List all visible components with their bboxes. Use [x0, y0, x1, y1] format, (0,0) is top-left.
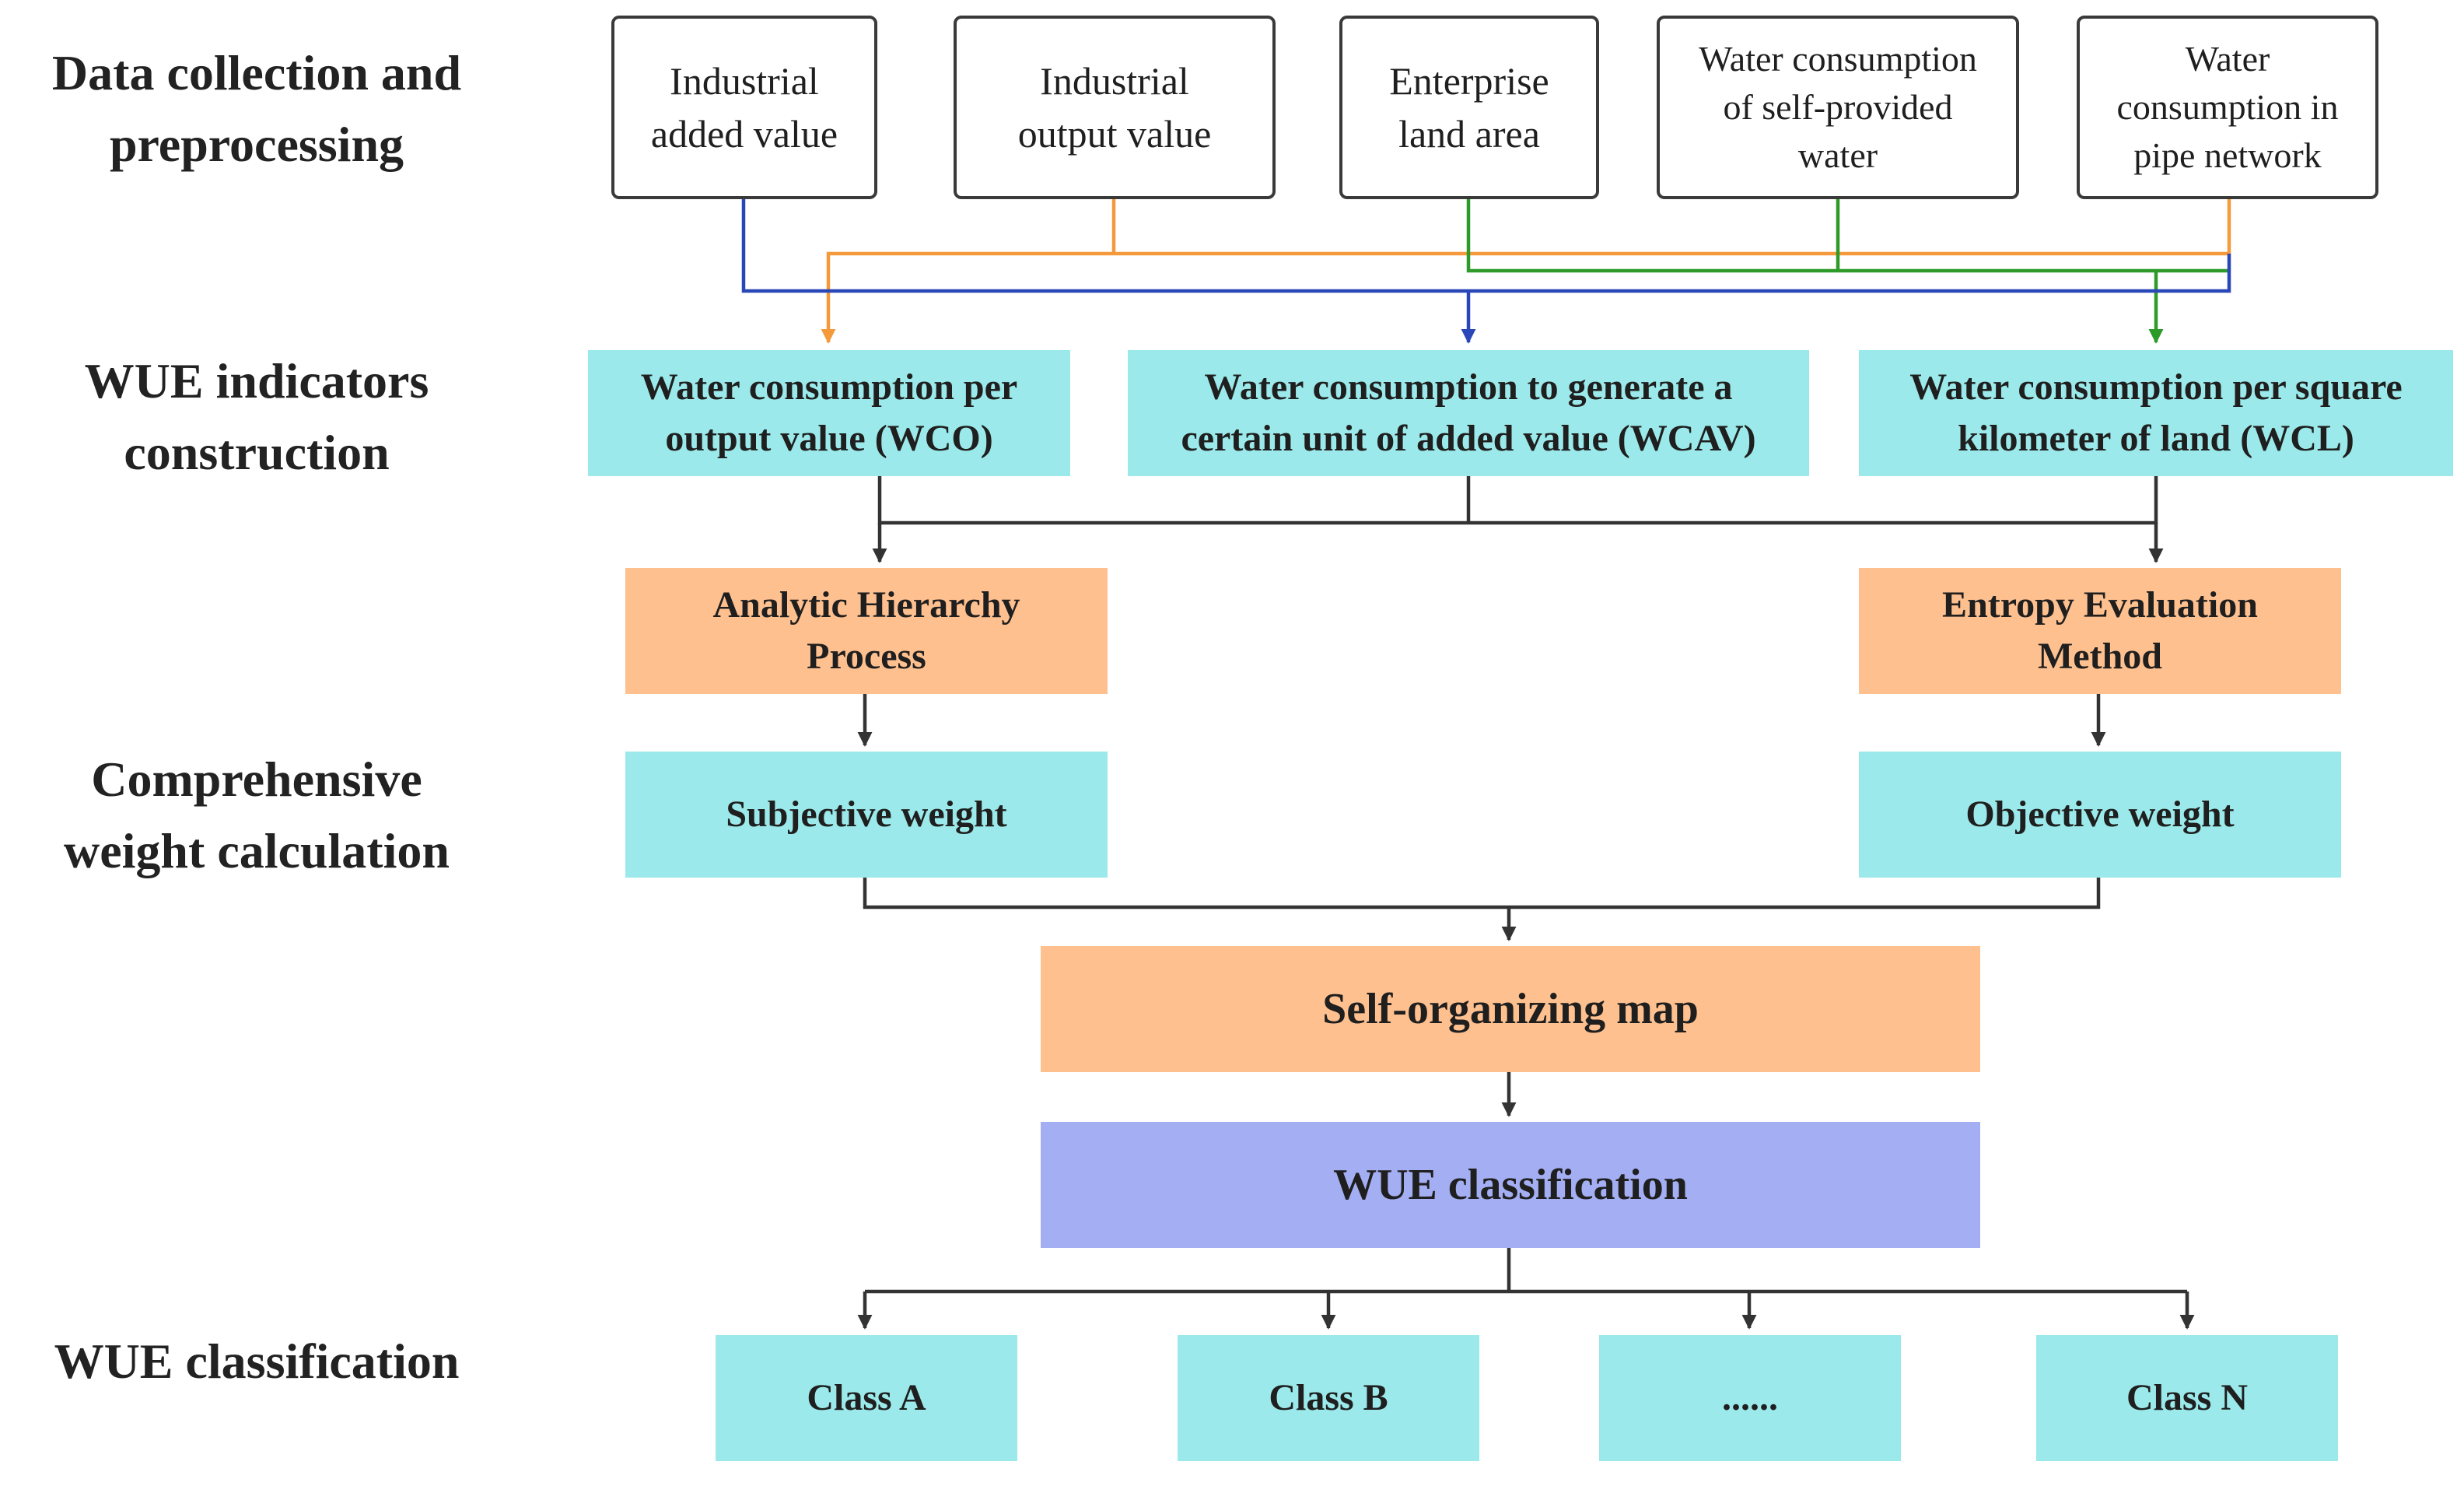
connector-orange [821, 198, 2231, 344]
source-enterprise-land-area: Enterprise land area [1339, 16, 1599, 199]
source-pipe-network-water: Water consumption in pipe network [2077, 16, 2378, 199]
source-industrial-added-value: Industrial added value [611, 16, 877, 199]
self-organizing-map: Self-organizing map [1041, 946, 1980, 1072]
objective-weight: Objective weight [1859, 752, 2341, 878]
class-b: Class B [1178, 1335, 1479, 1461]
stage-label-comprehensive-weight: Comprehensive weight calculation [64, 752, 450, 878]
indicator-wco: Water consumption per output value (WCO) [588, 350, 1070, 476]
class-n: Class N [2036, 1335, 2338, 1461]
class-a: Class A [716, 1335, 1017, 1461]
connector-weights [857, 694, 2106, 747]
connector-som [863, 878, 2101, 941]
method-entropy: Entropy Evaluation Method [1859, 568, 2341, 694]
connector-classes [857, 1248, 2195, 1330]
class-ellipsis: ...... [1599, 1335, 1901, 1461]
source-industrial-output-value: Industrial output value [954, 16, 1276, 199]
connector-blue [741, 198, 2231, 344]
stage-label-data-collection: Data collection and preprocessing [51, 45, 462, 172]
connector-green [1466, 198, 2229, 344]
source-self-provided-water: Water consumption of self-provided water [1657, 16, 2019, 199]
method-ahp: Analytic Hierarchy Process [625, 568, 1108, 694]
indicator-wcav: Water consumption to generate a certain … [1128, 350, 1809, 476]
wue-classification-box: WUE classification [1041, 1122, 1980, 1248]
subjective-weight: Subjective weight [625, 752, 1108, 878]
connector-indicators [872, 476, 2164, 563]
stage-label-wue-indicators: WUE indicators construction [84, 353, 429, 480]
indicator-wcl: Water consumption per square kilometer o… [1859, 350, 2453, 476]
stage-label-wue-classification: WUE classification [54, 1334, 460, 1389]
